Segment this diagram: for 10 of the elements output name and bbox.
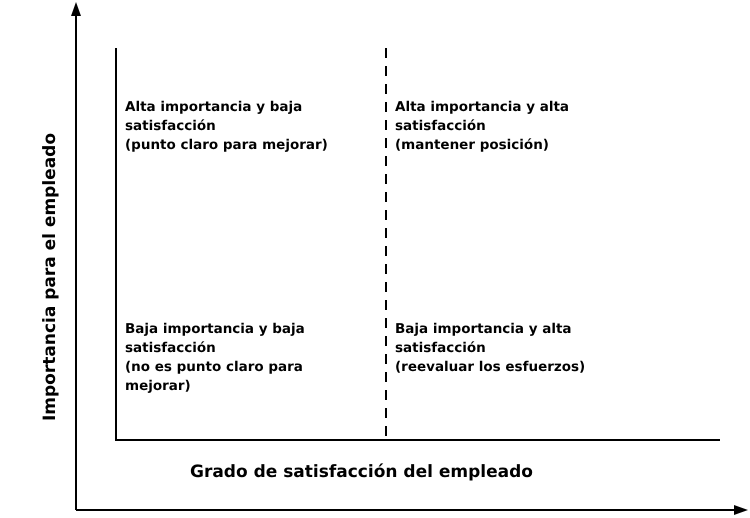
quadrant-note: (punto claro para mejorar) (125, 136, 329, 155)
quadrant-title: Alta importancia y alta satisfacción (395, 98, 570, 136)
quadrant-title: Baja importancia y baja satisfacción (125, 320, 306, 358)
quadrant-note: (mantener posición) (395, 136, 550, 155)
axis-label: Grado de satisfacción del empleado (190, 462, 533, 482)
quadrant-note: (no es punto claro para mejorar) (125, 358, 304, 396)
quadrant-title: Alta importancia y baja satisfacción (125, 98, 304, 136)
quadrant-note: (reevaluar los esfuerzos) (395, 358, 586, 377)
quadrant-title: Baja importancia y alta satisfacción (395, 320, 573, 358)
axis-label: Importancia para el empleado (40, 132, 60, 424)
